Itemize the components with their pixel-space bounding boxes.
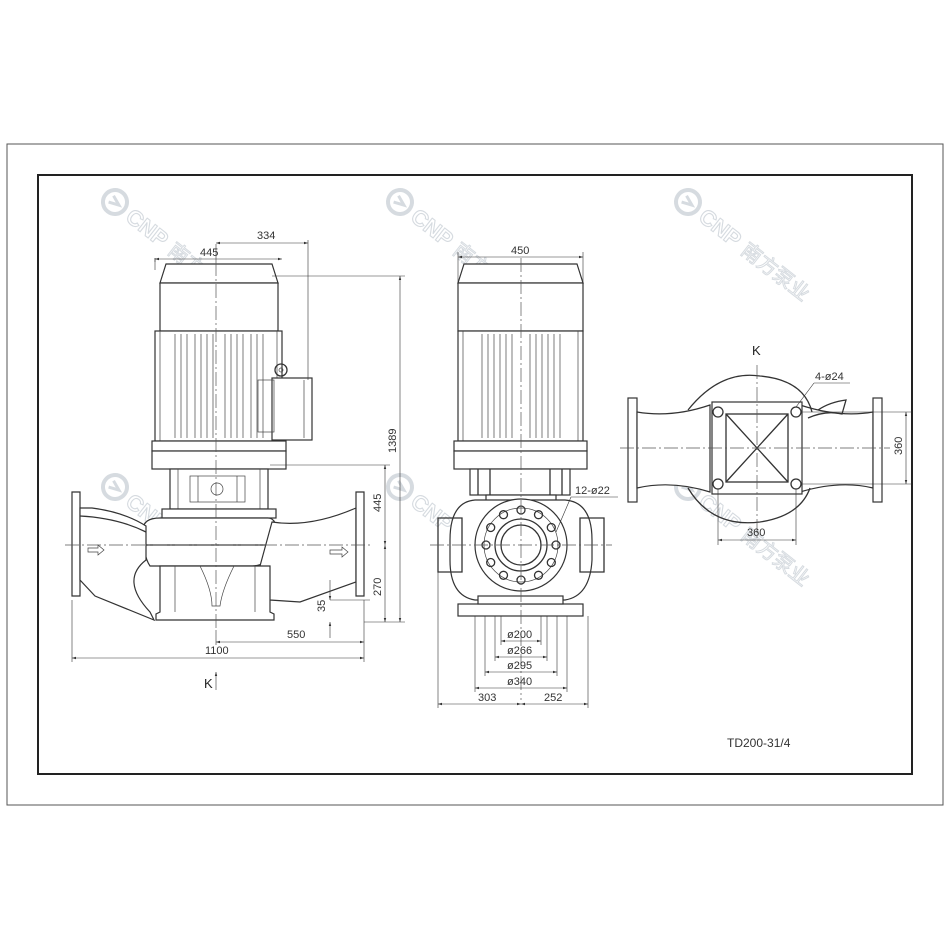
dim-1389: 1389 <box>387 429 399 453</box>
dim-445-right: 445 <box>372 494 384 512</box>
motor-body <box>457 330 584 442</box>
model-label: TD200-31/4 <box>727 736 791 750</box>
motor-fan-cover <box>457 282 584 332</box>
dia-266: ø266 <box>507 645 532 657</box>
dim-550: 550 <box>287 629 305 641</box>
watermark-brand: CNP <box>694 489 746 537</box>
pump-casing <box>142 517 277 567</box>
dia-295: ø295 <box>507 660 532 672</box>
dim-303: 303 <box>478 692 496 704</box>
holes-4-label: 4-ø24 <box>815 371 844 383</box>
side-view: 334 445 1389 445 270 35 550 1100 K <box>65 230 405 691</box>
dim-334: 334 <box>257 230 275 242</box>
cnp-logo-icon <box>96 183 134 221</box>
cnp-logo-icon <box>669 183 707 221</box>
watermark-brand: CNP <box>406 204 458 252</box>
dim-252: 252 <box>544 692 562 704</box>
cnp-logo-icon <box>96 468 134 506</box>
inner-frame <box>37 174 913 775</box>
motor-fan-cover <box>159 282 279 332</box>
dim-450: 450 <box>511 245 529 257</box>
watermark-brand: CNP <box>121 204 173 252</box>
front-view: 450 12-ø22 ø200 ø266 ø295 ø340 303 252 <box>430 245 618 708</box>
dim-1100: 1100 <box>205 645 229 657</box>
dia-340: ø340 <box>507 676 532 688</box>
cnp-logo-icon <box>381 183 419 221</box>
dia-200: ø200 <box>507 629 532 641</box>
terminal-box <box>271 377 313 441</box>
base-view-k: K 4-ø24 360 360 <box>620 343 912 545</box>
dim-270: 270 <box>372 578 384 596</box>
dim-35: 35 <box>316 600 328 612</box>
view-k-title: K <box>752 343 761 358</box>
holes-12-label: 12-ø22 <box>575 485 610 497</box>
watermark-brand-cn: 南方泵业 <box>737 238 815 306</box>
dim-360-bottom: 360 <box>747 527 765 539</box>
motor-body <box>154 330 283 442</box>
view-k-label: K <box>204 676 213 691</box>
dim-445-top: 445 <box>200 247 218 259</box>
dim-360-right: 360 <box>893 437 905 455</box>
outer-frame <box>6 143 944 806</box>
watermark-brand: CNP <box>694 204 746 252</box>
